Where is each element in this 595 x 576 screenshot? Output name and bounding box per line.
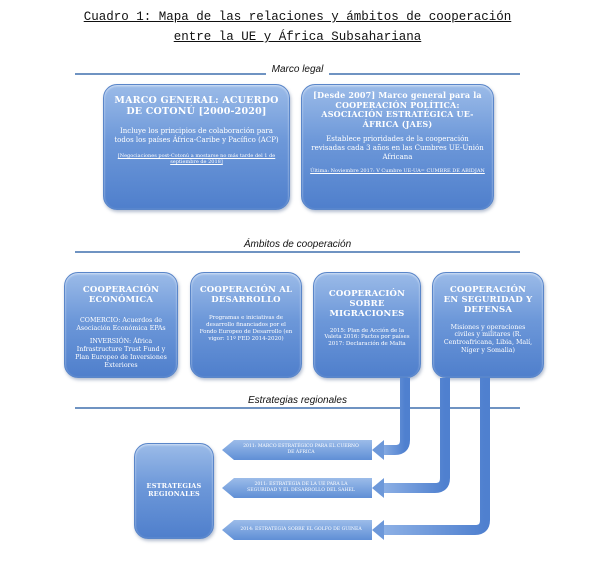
cotonou-body: Incluye los principios de colaboración p… [114, 126, 279, 144]
seguridad-box: COOPERACIÓN EN SEGURIDAD Y DEFENSA Misio… [432, 272, 544, 378]
economica-heading: COOPERACIÓN ECONÓMICA [82, 285, 160, 306]
seguridad-body: Misiones y operaciones civiles y militar… [443, 323, 533, 355]
cotonou-heading: MARCO GENERAL: ACUERDO DE COTONÚ [2000-2… [114, 95, 279, 118]
migraciones-body: 2015: Plan de Acción de la Valeta 2016: … [324, 327, 410, 348]
jaes-note: Última: Noviembre 2017: V Cumbre UE-UA= … [310, 167, 485, 174]
cotonou-note: [Negociaciones post-Cotonú a mostarse no… [117, 153, 276, 166]
title-line-1: Cuadro 1: Mapa de las relaciones y ámbit… [83, 10, 512, 24]
arrowhead-3 [372, 520, 384, 540]
jaes-box: [Desde 2007] Marco general para la COOPE… [301, 84, 494, 210]
economica-body-1: COMERCIO: Acuerdos de Asociación Económi… [76, 317, 166, 333]
section-rule-ambitos [75, 251, 520, 253]
regional-strategy-2: 2011: ESTRATEGIA DE LA UE PARA LA SEGURI… [222, 478, 372, 498]
migraciones-box: COOPERACIÓN SOBRE MIGRACIONES 2015: Plan… [313, 272, 421, 378]
title-line-2: entre la UE y África Subsahariana [173, 30, 422, 44]
desarrollo-heading: COOPERACIÓN AL DESARROLLO [199, 285, 293, 306]
section-label-estrategias: Estrategias regionales [0, 395, 595, 406]
seguridad-heading: COOPERACIÓN EN SEGURIDAD Y DEFENSA [443, 285, 533, 316]
arrow-to-strategy-1 [380, 378, 410, 455]
section-label-legal: Marco legal [0, 64, 595, 75]
arrow-to-strategy-3 [380, 378, 490, 535]
regional-strategy-1: 2011: MARCO ESTRATÉGICO PARA EL CUERNO D… [222, 440, 372, 460]
desarrollo-body: Programas e iniciativas de desarrollo fi… [199, 315, 293, 342]
section-rule-estrategias [75, 407, 520, 409]
jaes-heading: [Desde 2007] Marco general para la COOPE… [313, 90, 482, 129]
migraciones-heading: COOPERACIÓN SOBRE MIGRACIONES [328, 289, 406, 320]
regional-heading: ESTRATEGIAS REGIONALES [146, 482, 202, 498]
section-label-ambitos: Ámbitos de cooperación [0, 239, 595, 250]
economica-body-2: INVERSIÓN: África Infrastructure Trust F… [75, 338, 167, 369]
arrowhead-1 [372, 440, 384, 460]
regional-strategy-3: 2014: ESTRATEGIA SOBRE EL GOLFO DE GUINE… [222, 520, 372, 540]
cotonou-box: MARCO GENERAL: ACUERDO DE COTONÚ [2000-2… [103, 84, 290, 210]
arrow-to-strategy-2 [380, 378, 450, 493]
arrowhead-2 [372, 478, 384, 498]
desarrollo-box: COOPERACIÓN AL DESARROLLO Programas e in… [190, 272, 302, 378]
economica-box: COOPERACIÓN ECONÓMICA COMERCIO: Acuerdos… [64, 272, 178, 378]
jaes-body: Establece prioridades de la cooperación … [311, 135, 484, 161]
regional-box: ESTRATEGIAS REGIONALES [134, 443, 214, 539]
